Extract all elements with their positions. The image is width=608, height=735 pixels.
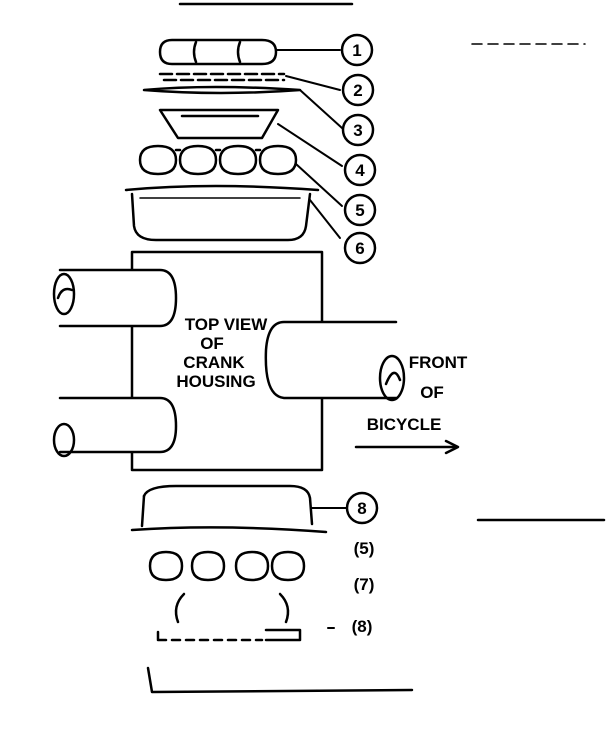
part-8-lower-nut [156, 628, 302, 642]
callout-8-upper: 8 [357, 499, 366, 518]
callout-5: 5 [355, 201, 364, 220]
left-lower-tube [52, 396, 178, 458]
front-label-line-1: FRONT [409, 353, 468, 372]
front-direction-arrow [354, 439, 460, 455]
callout-8-lower: (8) [352, 617, 373, 636]
leader-lines [275, 49, 347, 629]
bottom-border-line [146, 666, 414, 694]
callout-4: 4 [355, 161, 365, 180]
part-3-plate [142, 85, 302, 95]
housing-label-line-1: TOP VIEW [185, 315, 268, 334]
part-1-locknut [158, 38, 278, 66]
housing-label-line-4: HOUSING [176, 372, 255, 391]
callout-6: 6 [355, 239, 364, 258]
housing-label-line-3: CRANK [183, 353, 245, 372]
front-label-line-3: BICYCLE [367, 415, 442, 434]
callout-2: 2 [353, 81, 362, 100]
part-5-ball-retainer [138, 144, 298, 176]
part-6-cup [124, 184, 320, 242]
callout-5-lower: (5) [354, 539, 375, 558]
lower-ball-retainer [148, 550, 306, 582]
part-8-lower-cup [130, 484, 328, 534]
callout-1: 1 [352, 41, 361, 60]
part-2-washer [158, 72, 286, 82]
right-tube [264, 320, 406, 402]
part-4-cone [158, 108, 280, 140]
callout-circles [340, 33, 379, 525]
part-7-lower-cone [174, 592, 290, 624]
left-upper-tube [52, 268, 178, 328]
front-label-line-2: OF [420, 383, 444, 402]
housing-label-line-2: OF [200, 334, 224, 353]
callout-7: (7) [354, 575, 375, 594]
callout-3: 3 [353, 121, 362, 140]
